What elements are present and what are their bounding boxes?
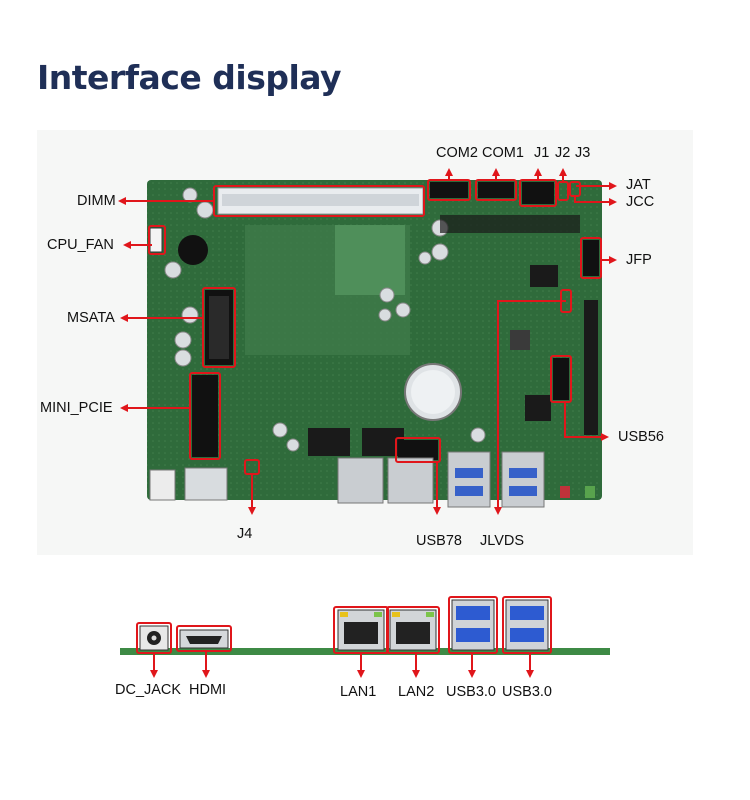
label-com2: COM2 xyxy=(436,145,478,161)
label-dc-jack: DC_JACK xyxy=(115,682,182,698)
label-dimm: DIMM xyxy=(77,193,116,209)
label-com1: COM1 xyxy=(482,145,524,161)
label-usb78: USB78 xyxy=(416,533,462,549)
label-j2: J2 xyxy=(555,145,571,161)
label-j1: J1 xyxy=(534,145,550,161)
label-j3: J3 xyxy=(575,145,591,161)
rear-panel-side-view xyxy=(120,599,610,655)
label-cpu-fan: CPU_FAN xyxy=(47,237,114,253)
label-usb56: USB56 xyxy=(618,429,664,445)
label-jat: JAT xyxy=(626,177,651,193)
label-jfp: JFP xyxy=(626,252,652,268)
label-msata: MSATA xyxy=(67,310,115,326)
page-title: Interface display xyxy=(37,58,342,97)
label-lan1: LAN1 xyxy=(340,684,377,700)
rear-leader-arrows xyxy=(150,651,534,678)
motherboard-top-view xyxy=(147,180,602,508)
label-jcc: JCC xyxy=(626,194,655,210)
label-jlvds: JLVDS xyxy=(480,533,525,549)
label-lan2: LAN2 xyxy=(398,684,435,700)
label-hdmi: HDMI xyxy=(189,682,227,698)
label-mini-pcie: MINI_PCIE xyxy=(40,400,113,416)
leader-arrows xyxy=(118,168,617,515)
label-usb30-a: USB3.0 xyxy=(446,684,496,700)
label-usb30-b: USB3.0 xyxy=(502,684,552,700)
label-j4: J4 xyxy=(237,526,253,542)
